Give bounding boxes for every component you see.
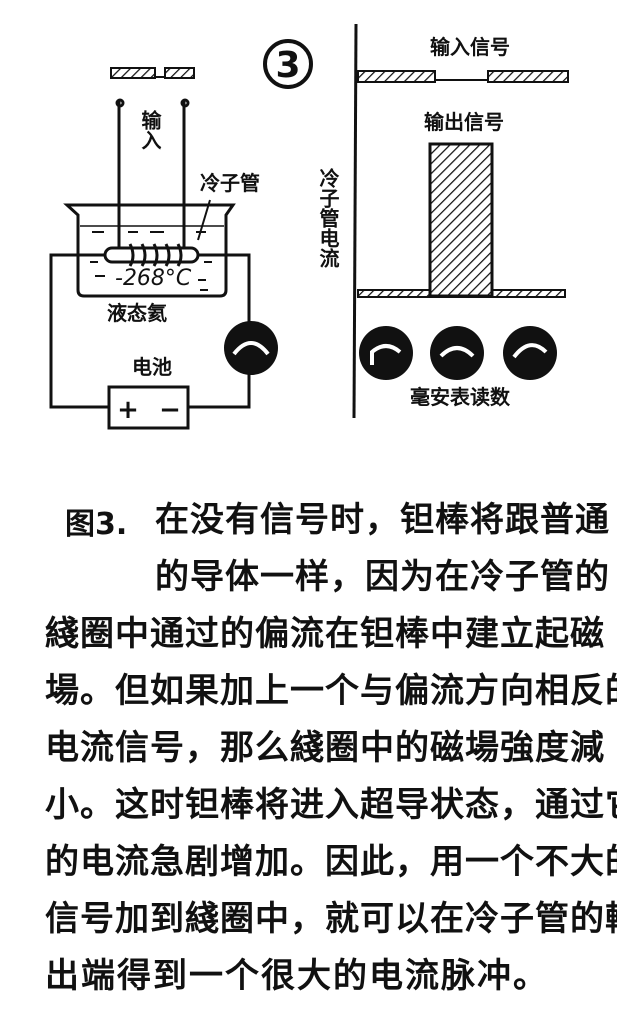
milliammeter-reading-label: 毫安表读数 [410, 385, 511, 409]
battery-icon: + − [107, 385, 190, 430]
circuit-wires [49, 253, 251, 409]
liquid-helium-label: 液态氦 [107, 301, 167, 325]
liquid-helium-beaker [63, 203, 236, 298]
caption-line: 出端得到一个很大的电流脉冲。 [45, 956, 549, 996]
battery-label: 电池 [132, 355, 172, 379]
cryotron-current-axis-label: 冷子管电流 [316, 167, 340, 269]
temperature-label: -268°C [115, 266, 192, 291]
caption-line: 在没有信号时，钽棒将跟普通 [155, 500, 610, 540]
caption-line: 电流信号，那么綫圈中的磁場強度減 [45, 728, 605, 768]
milliammeter-icons [359, 326, 557, 380]
input-signal-label: 输入信号 [430, 35, 510, 59]
cryotron-label: 冷子管 [200, 171, 260, 195]
svg-text:−: − [159, 395, 181, 425]
caption-line: 小。这时钽棒将进入超导状态，通过它 [45, 785, 617, 825]
caption-line: 場。但如果加上一个与偏流方向相反的 [45, 671, 617, 711]
divider-axis [352, 23, 358, 419]
caption-line: 信号加到綫圈中，就可以在冷子管的輸 [45, 899, 617, 939]
caption-line: 的导体一样，因为在冷子管的 [155, 557, 610, 597]
caption-line: 綫圈中通过的偏流在钽棒中建立起磁 [45, 614, 605, 654]
cryotron-diagram: 3 输入 冷子管 -268°C 液态氦 电池 + − [49, 23, 569, 430]
figure-number-badge: 3 [263, 39, 313, 89]
tantalum-coil [103, 243, 200, 267]
caption-line: 的电流急剧增加。因此，用一个不大的 [45, 842, 617, 882]
input-label: 输入 [138, 109, 162, 150]
svg-text:3: 3 [275, 45, 300, 86]
input-signal-trace [357, 70, 569, 83]
output-signal-trace [357, 142, 566, 298]
input-pulse-icon [110, 67, 195, 79]
ammeter-icon [224, 321, 278, 375]
figure-label: 图3. [65, 507, 128, 542]
output-signal-label: 输出信号 [424, 110, 504, 134]
svg-text:+: + [117, 395, 139, 425]
